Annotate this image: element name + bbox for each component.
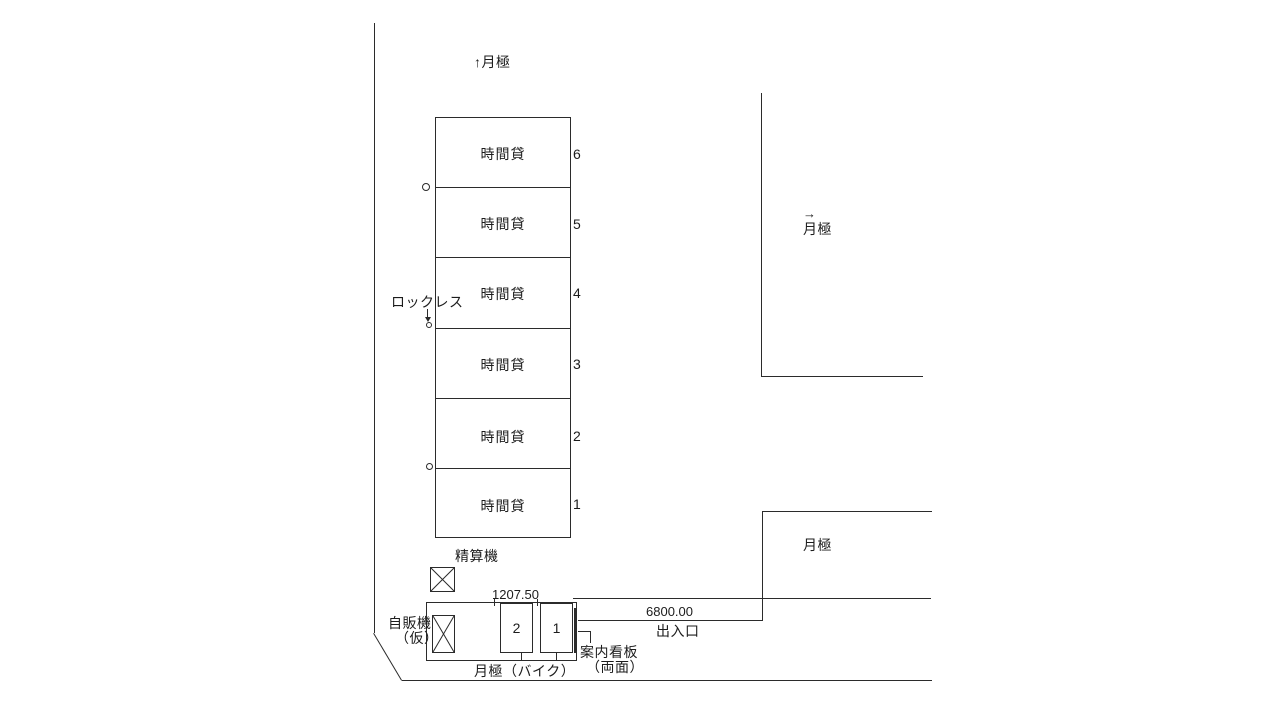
monthly-east-label: 月極 [803, 221, 832, 237]
monthly-southeast-label: 月極 [803, 537, 832, 553]
bike-space-tick [521, 653, 522, 661]
hourly-space-number: 3 [573, 356, 581, 372]
site-boundary-left-line [374, 23, 375, 633]
lock-circle [426, 463, 433, 470]
bike-dimension-label: 1207.50 [492, 587, 539, 602]
x-mark-icon [433, 616, 454, 652]
hourly-space-label: 時間貸 [480, 429, 526, 445]
x-mark-icon [431, 568, 454, 591]
pay-machine-box [430, 567, 455, 592]
parking-row-divider [435, 328, 571, 329]
southeast-boundary-line [573, 598, 931, 599]
bike-dimension-tick [494, 599, 495, 606]
bike-space-1: 1 [540, 603, 573, 653]
vending-machine-box [432, 615, 455, 653]
bike-space-number: 1 [552, 620, 561, 636]
southeast-area-left-line [762, 511, 763, 621]
hourly-space-number: 1 [573, 496, 581, 512]
hourly-space-label: 時間貸 [480, 286, 526, 302]
signboard-label: 案内看板 [580, 644, 638, 660]
signboard-leader-line [590, 631, 591, 643]
lock-circle [422, 183, 430, 191]
hourly-space-label: 時間貸 [480, 146, 526, 162]
entrance-dimension-label: 6800.00 [646, 604, 693, 619]
site-boundary-bottom-line [402, 680, 932, 681]
hourly-space-number: 6 [573, 146, 581, 162]
monthly-north-label: ↑月極 [474, 54, 511, 70]
hourly-space-number: 2 [573, 428, 581, 444]
southeast-area-top-line [762, 511, 932, 512]
signboard-bar [574, 608, 577, 653]
vending-machine-label: 自販機 [388, 615, 432, 631]
hourly-space-number: 4 [573, 285, 581, 301]
entrance-dimension-line [578, 620, 762, 621]
parking-row-divider [435, 257, 571, 258]
lockless-leader-line [427, 309, 428, 318]
bike-space-2: 2 [500, 603, 533, 653]
bike-space-tick [556, 653, 557, 661]
hourly-space-label: 時間貸 [480, 357, 526, 373]
parking-row-divider [435, 468, 571, 469]
hourly-space-number: 5 [573, 216, 581, 232]
signboard-leader-line [578, 631, 591, 632]
lockless-leader-arrow-icon [425, 317, 431, 322]
parking-row-divider [435, 398, 571, 399]
monthly-east-arrow-icon: → [803, 206, 817, 221]
entrance-label: 出入口 [656, 623, 700, 639]
bike-monthly-label: 月極（バイク） [474, 663, 576, 679]
hourly-space-label: 時間貸 [480, 498, 526, 514]
signboard-label-note: （両面） [586, 659, 644, 675]
bike-dimension-tick [537, 599, 538, 606]
east-area-left-line [761, 93, 762, 376]
hourly-space-label: 時間貸 [480, 216, 526, 232]
lock-circle [426, 322, 432, 328]
lockless-label: ロックレス [391, 294, 464, 310]
bike-space-number: 2 [512, 620, 521, 636]
east-area-bottom-line [761, 376, 923, 377]
pay-machine-label: 精算機 [455, 548, 499, 564]
parking-row-divider [435, 187, 571, 188]
vending-machine-label-note: （仮） [395, 630, 439, 646]
